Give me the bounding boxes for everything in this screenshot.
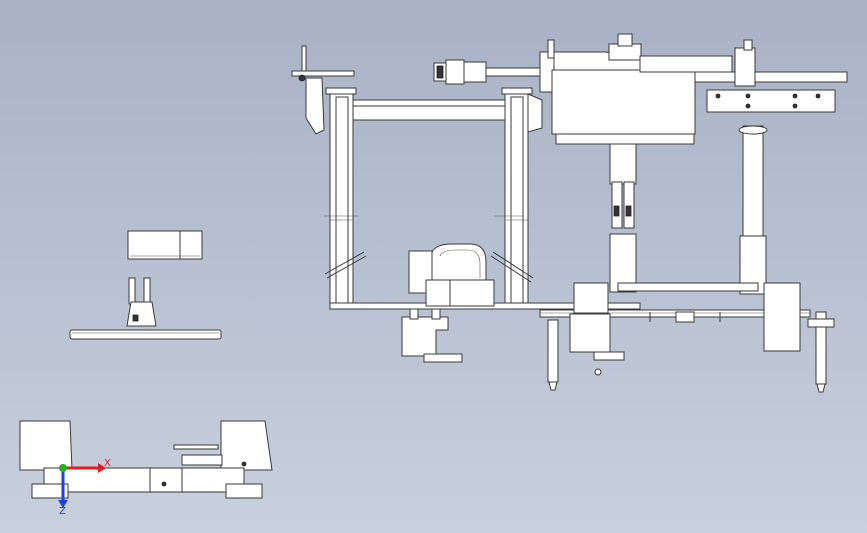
detail-base-assembly [19,420,273,499]
x-axis-arrowhead [98,463,106,473]
detail-clamp-plate [69,277,222,340]
detail-bracket-part [127,230,203,260]
x-axis-label: X [104,458,111,469]
y-axis-dot [59,464,67,472]
z-axis-arrowhead [58,500,68,508]
coordinate-triad: X Z [58,458,111,517]
z-axis-label: Z [59,506,66,517]
main-assembly [291,33,848,393]
